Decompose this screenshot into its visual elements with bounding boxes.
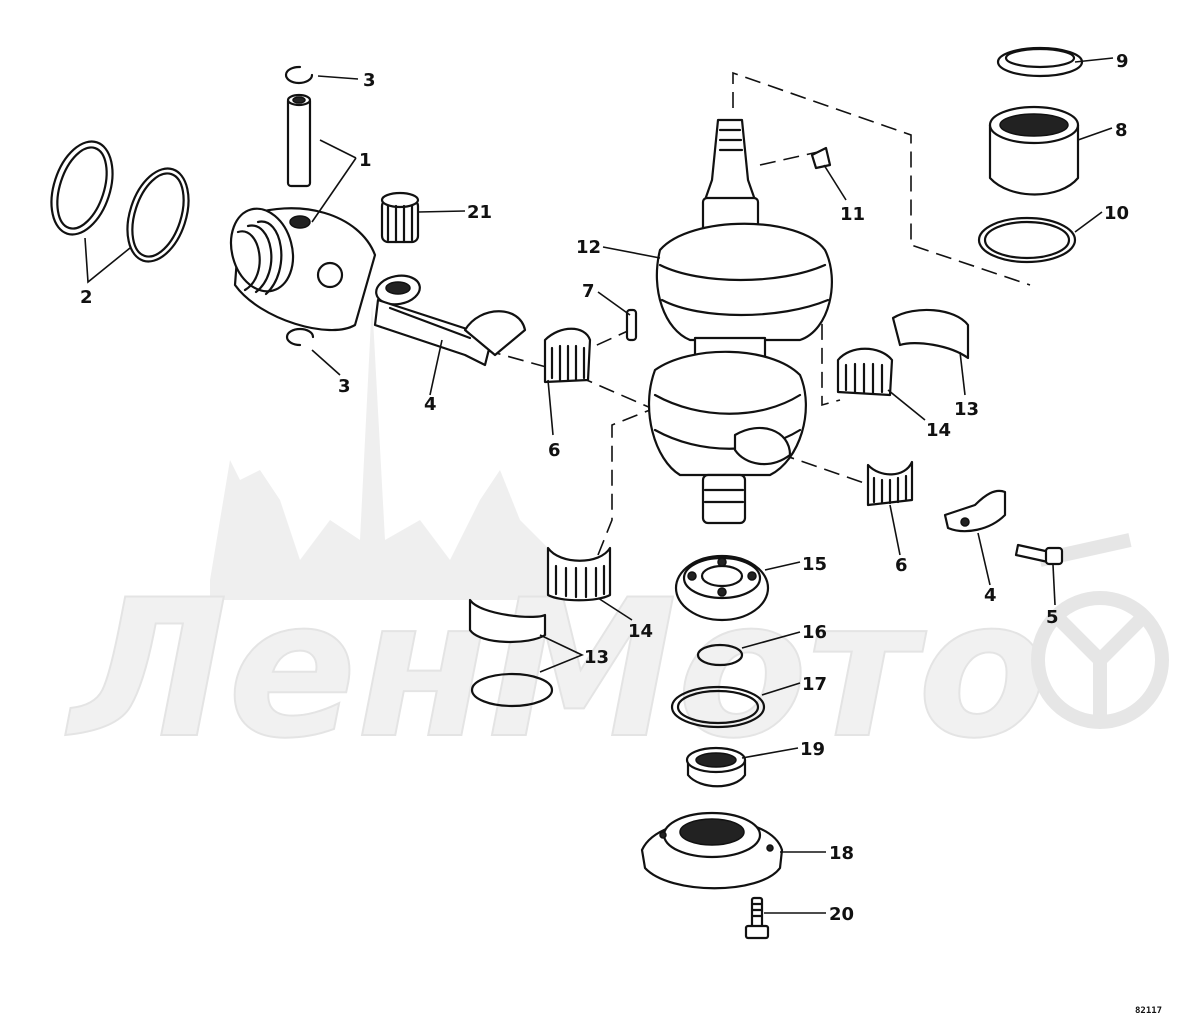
callout-6-left: 6 — [548, 440, 561, 461]
bearing-cage-14-left — [546, 546, 612, 602]
callout-5: 5 — [1046, 607, 1059, 628]
dowel-pin-7 — [625, 308, 638, 342]
callout-19: 19 — [800, 739, 825, 760]
leader-lines — [84, 57, 1114, 914]
bearing-race-13-left — [468, 598, 554, 708]
retaining-rings — [284, 65, 315, 347]
callout-11: 11 — [840, 204, 865, 225]
o-ring-10 — [977, 216, 1077, 264]
callout-8: 8 — [1115, 120, 1128, 141]
bearing-cage-14-right — [836, 347, 894, 397]
piston — [229, 207, 377, 332]
seal-19 — [685, 746, 747, 788]
callout-4-rod: 4 — [424, 394, 437, 415]
callout-17: 17 — [802, 674, 827, 695]
callout-9: 9 — [1116, 51, 1129, 72]
callout-1: 1 — [359, 150, 372, 171]
bearing-sleeve-9 — [996, 46, 1084, 78]
rod-cap — [943, 489, 1007, 533]
callout-14-right: 14 — [926, 420, 951, 441]
callout-13-right: 13 — [954, 399, 979, 420]
callout-21: 21 — [467, 202, 492, 223]
callout-18: 18 — [829, 843, 854, 864]
needle-bearing-half-6-right — [866, 460, 914, 507]
callout-3-top: 3 — [363, 70, 376, 91]
callout-numbers: 1 2 3 3 4 4 5 6 6 7 8 9 10 11 12 13 13 1… — [80, 51, 1129, 925]
callout-20: 20 — [829, 904, 854, 925]
retaining-ring-16 — [696, 643, 744, 667]
callout-7: 7 — [582, 281, 595, 302]
callout-13-left: 13 — [584, 647, 609, 668]
needle-bearing-21 — [380, 191, 420, 244]
roller-bearing-8 — [988, 105, 1080, 196]
screw-20 — [744, 896, 770, 940]
callout-10: 10 — [1104, 203, 1129, 224]
cap-screw-5 — [1014, 543, 1064, 566]
callout-3-bottom: 3 — [338, 376, 351, 397]
piston-rings — [50, 140, 190, 263]
needle-bearing-half-6-left — [543, 327, 592, 384]
callout-14-left: 14 — [628, 621, 653, 642]
callout-16: 16 — [802, 622, 827, 643]
callout-4-cap: 4 — [984, 585, 997, 606]
piston-pin — [286, 93, 312, 188]
woodruff-key-11 — [810, 146, 832, 170]
connecting-rod — [373, 274, 527, 367]
callout-15: 15 — [802, 554, 827, 575]
drawing-code: 82117 — [1135, 1006, 1162, 1016]
callout-12: 12 — [576, 237, 601, 258]
ball-bearing-15 — [674, 554, 770, 622]
watermark-motorcycle-icon — [1031, 533, 1169, 729]
o-ring-17 — [670, 685, 766, 729]
crankshaft — [647, 118, 833, 525]
callout-2: 2 — [80, 287, 93, 308]
bearing-housing-18 — [640, 811, 784, 890]
bearing-race-13-right — [891, 308, 970, 360]
callout-6-right: 6 — [895, 555, 908, 576]
watermark: ЛенМото — [64, 300, 1169, 781]
